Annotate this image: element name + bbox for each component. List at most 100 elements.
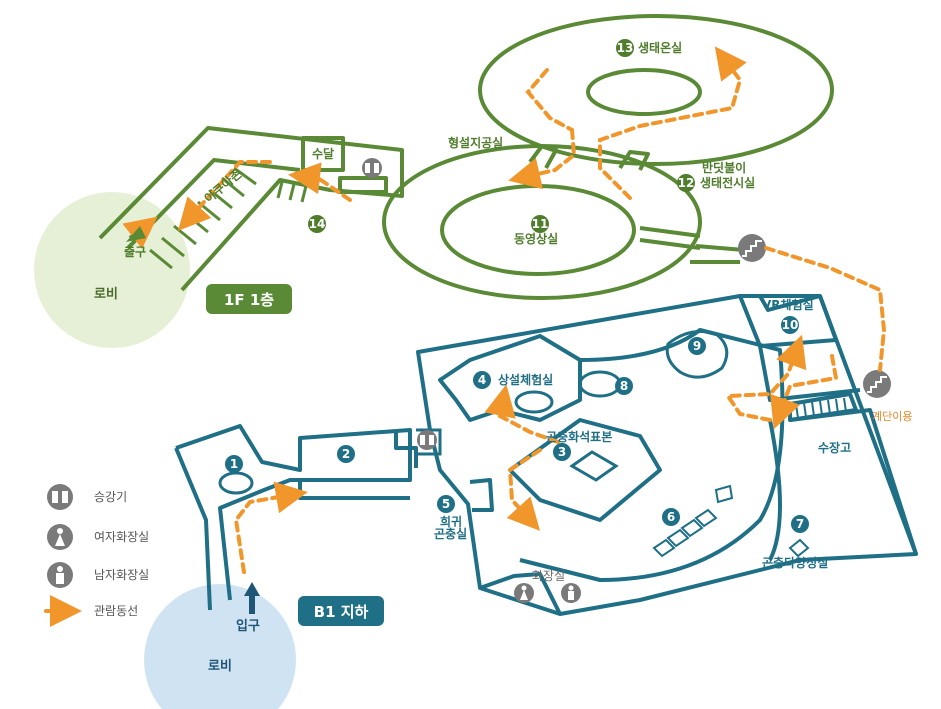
hyeongseol-bridge [528, 144, 558, 169]
pond-9 [665, 330, 729, 379]
label-sangseol: 상설체험실 [498, 372, 553, 387]
svg-text:8: 8 [620, 379, 628, 393]
num-badge-9[interactable]: 9 [688, 337, 706, 355]
svg-text:9: 9 [693, 339, 701, 353]
label-rare-2: 곤충실 [434, 526, 467, 541]
num-badge-6[interactable]: 6 [662, 508, 680, 526]
route-vr-return [770, 354, 839, 430]
sangseol-room [438, 334, 582, 422]
label-hyeongseol: 형설지공실 [448, 135, 503, 150]
route-1f-to-aqua [288, 162, 352, 202]
elevator-icon [417, 430, 437, 450]
label-lobby-b1: 로비 [208, 659, 232, 674]
svg-text:14: 14 [309, 217, 326, 231]
label-restroom: 화장실 [532, 569, 565, 583]
legend-item-route: 관람동선 [44, 595, 138, 627]
male-restroom-icon [47, 562, 73, 588]
label-entrance: 입구 [236, 619, 260, 634]
svg-text:여자화장실: 여자화장실 [94, 530, 149, 544]
route-greenhouse-loop [598, 46, 747, 200]
lobby-b1-area [144, 584, 296, 709]
svg-text:1: 1 [230, 457, 238, 471]
num-badge-3[interactable]: 3 [553, 443, 571, 461]
svg-text:남자화장실: 남자화장실 [94, 568, 149, 582]
svg-text:4: 4 [478, 373, 486, 387]
entrance-corridor [175, 424, 412, 601]
elevator-icon [362, 158, 382, 178]
storage-room [789, 408, 918, 555]
exhibit-1-table [218, 471, 254, 495]
sudal-room [301, 136, 345, 172]
num-badge-12[interactable]: 12 [677, 174, 695, 192]
legend: 승강기 여자화장실 남자화장실 관람동선 [44, 484, 149, 627]
floor-1f-plan [98, 14, 834, 300]
stairs-icon-b1 [863, 370, 891, 398]
rare-insect-room [469, 478, 494, 512]
num-badge-8[interactable]: 8 [615, 377, 633, 395]
route-hyeongseol [508, 128, 577, 190]
route-b1-entrance [233, 481, 308, 574]
floor-1f-badge[interactable]: 1F 1층 [206, 284, 292, 314]
sangseol-table [514, 390, 554, 414]
route-to-diversity [506, 448, 542, 531]
route-stairs-link [764, 246, 887, 372]
ecology-greenhouse-outer [478, 14, 834, 166]
stairs-icon-1f [738, 234, 766, 262]
label-ecology-greenhouse: 생태온실 [638, 40, 682, 55]
entrance-arrow-icon [244, 582, 260, 596]
num-badge-7[interactable]: 7 [791, 515, 809, 533]
svg-text:관람동선: 관람동선 [94, 604, 138, 618]
floor-b1-badge[interactable]: B1 지하 [298, 596, 384, 626]
label-lobby-1f: 로비 [94, 287, 118, 302]
vr-room [738, 294, 838, 348]
aqua-corridor-outline [98, 126, 404, 292]
svg-text:B1 지하: B1 지하 [314, 603, 369, 621]
svg-text:승강기: 승강기 [94, 490, 127, 504]
legend-item-female: 여자화장실 [47, 524, 149, 550]
svg-text:2: 2 [342, 447, 350, 461]
label-bandi-1: 반딧불이 [702, 160, 746, 175]
route-aqua-lane [177, 160, 272, 231]
bandi-bridge [618, 150, 650, 171]
svg-text:10: 10 [782, 318, 799, 332]
male-restroom-icon [561, 583, 581, 603]
num-badge-11[interactable]: 11 [531, 215, 549, 233]
label-dongyeong: 동영상실 [514, 231, 558, 246]
b1-main-hall [416, 294, 918, 616]
label-exit: 출구 [124, 244, 146, 259]
elevator-icon [47, 484, 73, 510]
female-restroom-icon [514, 583, 534, 603]
female-restroom-icon [47, 524, 73, 550]
svg-text:7: 7 [796, 517, 804, 531]
svg-text:13: 13 [617, 41, 634, 55]
label-bandi-2: 생태전시실 [700, 175, 755, 190]
legend-item-male: 남자화장실 [47, 562, 149, 588]
num-badge-4[interactable]: 4 [473, 371, 491, 389]
label-fossil-specimen: 곤충화석표본 [546, 429, 612, 444]
num-badge-2[interactable]: 2 [337, 445, 355, 463]
label-stairs-use: 계단이용 [872, 410, 912, 423]
elevator-1f-box [338, 176, 388, 194]
ecology-greenhouse-inner [586, 68, 702, 116]
route-to-vr [724, 334, 807, 422]
num-badge-13[interactable]: 13 [616, 39, 634, 57]
floor-b1-plan [174, 294, 918, 616]
legend-item-elevator: 승강기 [47, 484, 127, 510]
svg-text:6: 6 [667, 510, 675, 524]
fossil-display [569, 450, 619, 482]
lobby-1f-area [34, 192, 190, 348]
label-diversity: 곤충다양성실 [762, 555, 828, 570]
restroom-area [479, 572, 562, 615]
num-badge-5[interactable]: 5 [437, 495, 455, 513]
num-badge-1[interactable]: 1 [225, 455, 243, 473]
num-badge-14[interactable]: 14 [308, 215, 326, 233]
svg-text:3: 3 [558, 445, 566, 459]
route-to-sangseol [484, 384, 560, 444]
exit-arrow-icon [126, 226, 146, 242]
num-badge-10[interactable]: 10 [781, 316, 799, 334]
svg-text:1F 1층: 1F 1층 [224, 291, 274, 309]
label-vr: VR체험실 [762, 297, 814, 312]
label-sudal: 수달 [312, 147, 334, 161]
svg-text:5: 5 [442, 497, 450, 511]
